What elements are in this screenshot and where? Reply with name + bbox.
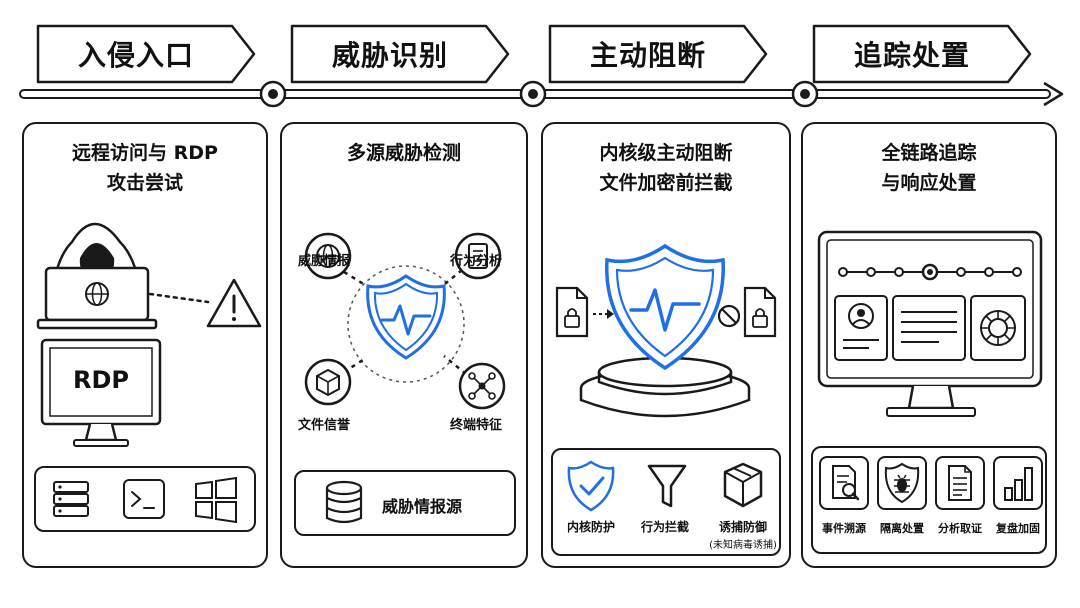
bug-shield-icon bbox=[884, 462, 920, 504]
timeline-node bbox=[259, 80, 287, 108]
tool-forensic-label: 分析取证 bbox=[938, 522, 982, 535]
network-nodes-icon bbox=[458, 362, 506, 410]
globe-icon bbox=[304, 232, 352, 280]
server-icon bbox=[53, 481, 89, 517]
stage-intrusion-entry: 入侵入口 bbox=[36, 22, 258, 86]
stage-arrow-shape bbox=[36, 24, 256, 84]
panel-active-blocking: 内核级主动阻断 文件加密前拦截 bbox=[541, 122, 791, 568]
blocking-illustration bbox=[555, 243, 777, 418]
access-methods-box bbox=[34, 466, 256, 532]
panel-trace-response: 全链路追踪 与响应处置 bbox=[801, 122, 1057, 568]
timeline bbox=[19, 80, 1064, 108]
panel-title-line1: 全链路追踪 bbox=[881, 142, 977, 164]
locked-file-icon bbox=[555, 286, 589, 338]
access-icons bbox=[53, 476, 237, 524]
database-icon bbox=[325, 480, 363, 524]
stage-label: 追踪处置 bbox=[853, 39, 970, 72]
log-card bbox=[892, 295, 966, 361]
detection-graph bbox=[304, 232, 506, 410]
tool-isolate-card bbox=[877, 456, 927, 510]
item-trap-label: 诱捕防御 bbox=[718, 520, 767, 534]
panel-title-line2: 与响应处置 bbox=[881, 172, 977, 194]
blocking-icons bbox=[567, 460, 763, 512]
block-icon bbox=[717, 304, 741, 328]
stage-label: 入侵入口 bbox=[77, 39, 194, 72]
box-trap-icon bbox=[723, 462, 763, 508]
panel-title-line1: 内核级主动阻断 bbox=[599, 142, 733, 164]
rdp-monitor-icon bbox=[40, 338, 162, 447]
panel-intrusion-entry: 远程访问与 RDP 攻击尝试 RDP bbox=[22, 122, 268, 568]
tool-forensic-card bbox=[935, 456, 985, 510]
tool-trace-label: 事件溯源 bbox=[822, 522, 866, 535]
document-analysis-icon bbox=[454, 232, 502, 280]
response-tools-box: 事件溯源 隔离处置 分析取证 复盘加固 bbox=[811, 446, 1047, 554]
panel-title-line1: 远程访问与 RDP bbox=[72, 142, 218, 164]
tool-review-card bbox=[993, 456, 1043, 510]
node-terminal-label: 终端特征 bbox=[450, 418, 503, 433]
stage-trace-response: 追踪处置 bbox=[812, 22, 1034, 86]
rdp-monitor-label: RDP bbox=[73, 366, 129, 394]
panel-title: 多源威胁检测 bbox=[346, 142, 461, 164]
shield-pulse-icon bbox=[605, 243, 725, 371]
stage-label: 威胁识别 bbox=[331, 39, 448, 72]
tool-review-label: 复盘加固 bbox=[996, 522, 1040, 535]
tool-isolate-label: 隔离处置 bbox=[880, 522, 924, 535]
terminal-icon bbox=[123, 479, 165, 519]
stage-threat-identification: 威胁识别 bbox=[290, 22, 512, 86]
node-behavior-label: 行为分析 bbox=[450, 254, 503, 269]
panel-title-line2: 文件加密前拦截 bbox=[599, 172, 733, 194]
node-file-rep-label: 文件信誉 bbox=[298, 418, 351, 433]
windows-icon bbox=[195, 476, 237, 524]
timeline-node bbox=[519, 80, 547, 108]
radar-card bbox=[970, 295, 1026, 361]
profile-card bbox=[834, 295, 888, 361]
report-icon bbox=[948, 465, 972, 501]
item-kernel-label: 内核防护 bbox=[566, 520, 615, 534]
node-threat-intel-label: 威胁情报 bbox=[298, 254, 351, 269]
hacker-icon bbox=[36, 222, 158, 330]
funnel-icon bbox=[647, 464, 687, 508]
stage-arrow-shape bbox=[290, 24, 510, 84]
shield-pulse-icon bbox=[366, 274, 446, 360]
warning-icon bbox=[206, 278, 262, 328]
cube-icon bbox=[304, 358, 352, 406]
panel-threat-identification: 多源威胁检测 bbox=[280, 122, 528, 568]
item-behavior-label: 行为拦截 bbox=[640, 520, 689, 534]
panel1-illustration bbox=[36, 222, 262, 447]
locked-file-icon bbox=[743, 286, 777, 338]
stage-label: 主动阻断 bbox=[589, 39, 706, 72]
trace-search-icon bbox=[832, 465, 860, 501]
tool-trace-card bbox=[819, 456, 869, 510]
stage-arrow-shape bbox=[548, 24, 768, 84]
threat-intel-source-label: 威胁情报源 bbox=[382, 497, 463, 516]
bar-chart-icon bbox=[1004, 467, 1033, 501]
item-trap-sub-label: (未知病毒诱捕) bbox=[709, 540, 777, 551]
dashboard-monitor-illustration bbox=[817, 230, 1043, 417]
blocking-methods-box: 内核防护 行为拦截 诱捕防御 (未知病毒诱捕) bbox=[551, 448, 781, 556]
timeline-node bbox=[791, 80, 819, 108]
stage-active-blocking: 主动阻断 bbox=[548, 22, 770, 86]
panel-title-line2: 攻击尝试 bbox=[106, 172, 183, 194]
threat-intel-source-box: 威胁情报源 bbox=[294, 470, 516, 536]
shield-check-icon bbox=[567, 460, 615, 512]
stage-arrow-shape bbox=[812, 24, 1032, 84]
